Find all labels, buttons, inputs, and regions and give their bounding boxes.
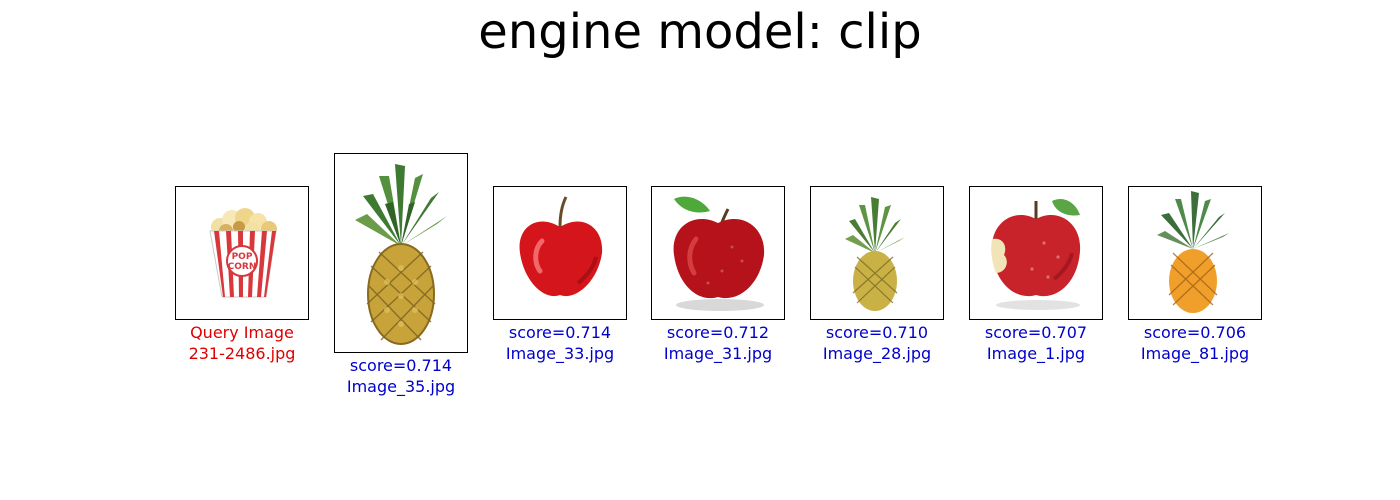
pineapple-icon: [355, 164, 447, 345]
svg-text:POP: POP: [232, 252, 253, 262]
result-caption: score=0.707 Image_1.jpg: [929, 322, 1143, 364]
result-image[interactable]: [969, 186, 1103, 320]
pineapple-icon: [1157, 191, 1229, 313]
result-image[interactable]: [1128, 186, 1262, 320]
result-filename: Image_33.jpg: [505, 344, 615, 363]
result-filename: Image_81.jpg: [1140, 344, 1250, 363]
apple-icon: [673, 196, 765, 311]
result-image[interactable]: [334, 153, 468, 353]
result-score: score=0.714: [508, 323, 612, 342]
result-caption: score=0.706 Image_81.jpg: [1088, 322, 1302, 364]
result-image[interactable]: [810, 186, 944, 320]
query-caption: Query Image 231-2486.jpg: [135, 322, 349, 364]
result-caption: score=0.714 Image_33.jpg: [453, 322, 667, 364]
result-image[interactable]: [651, 186, 785, 320]
popcorn-icon: POP CORN: [209, 208, 277, 298]
result-score: score=0.706: [1143, 323, 1247, 342]
result-caption: score=0.714 Image_35.jpg: [294, 355, 508, 397]
apple-icon: [519, 196, 603, 297]
result-score: score=0.710: [825, 323, 929, 342]
result-score: score=0.712: [666, 323, 770, 342]
result-filename: Image_35.jpg: [346, 377, 456, 396]
query-label: Query Image: [190, 323, 294, 342]
result-score: score=0.707: [984, 323, 1088, 342]
result-caption: score=0.712 Image_31.jpg: [611, 322, 825, 364]
result-score: score=0.714: [349, 356, 453, 375]
svg-text:CORN: CORN: [228, 262, 257, 272]
result-filename: Image_1.jpg: [986, 344, 1086, 363]
query-image[interactable]: POP CORN: [175, 186, 309, 320]
page-title: engine model: clip: [478, 4, 922, 60]
bitten-apple-icon: [991, 198, 1081, 310]
pineapple-icon: [845, 197, 905, 311]
query-filename: 231-2486.jpg: [188, 344, 296, 363]
result-filename: Image_31.jpg: [663, 344, 773, 363]
result-image[interactable]: [493, 186, 627, 320]
result-caption: score=0.710 Image_28.jpg: [770, 322, 984, 364]
result-filename: Image_28.jpg: [822, 344, 932, 363]
